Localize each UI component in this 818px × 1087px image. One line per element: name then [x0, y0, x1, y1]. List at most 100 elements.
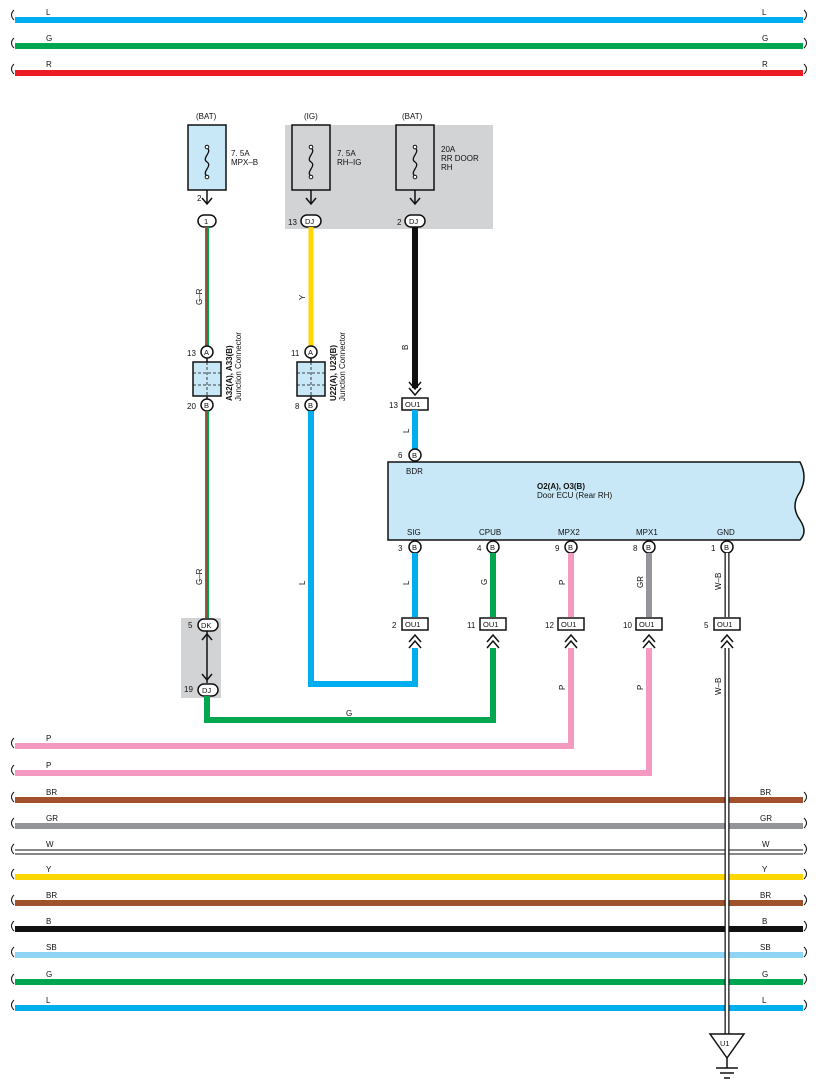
inline-pin: 5: [704, 621, 709, 630]
bus-label-left: L: [46, 996, 51, 1005]
fuse-icon: [204, 147, 210, 177]
bus-label-left: SB: [46, 943, 57, 952]
junction-connector-u22-u23: 11 A 8 B U22(A), U23(B) Junction Connect…: [291, 332, 347, 412]
ecu-terminal-label: MPX2: [558, 528, 580, 537]
pin-conn: A: [204, 348, 209, 357]
top-bus-label-right: R: [762, 60, 768, 69]
top-bus-l: L L: [11, 8, 807, 23]
wire-g-dj-to-cpub: G: [204, 648, 496, 723]
double-arrow-up-icon: [486, 633, 500, 649]
bus-label-left: GR: [46, 814, 58, 823]
bottom-bus-b: B B: [11, 917, 807, 932]
inline-pin: 12: [545, 621, 554, 630]
pin-conn: B: [308, 401, 313, 410]
inline-conn: OU1: [405, 400, 420, 409]
bus-label-right: G: [762, 970, 768, 979]
double-arrow-up-icon: [720, 633, 734, 649]
pin-conn: B: [412, 543, 417, 552]
arrow-down-icon: [305, 197, 317, 206]
pin-conn: DK: [201, 621, 211, 630]
wire-color-label: W–B: [714, 573, 723, 590]
wire-color-label: L: [402, 428, 411, 433]
bottom-bus-sb: SB SB: [11, 943, 807, 958]
bottom-bus-p2: P P: [11, 648, 652, 776]
junction-connector-a32-a33: 13 A 20 B A32(A), A33(B) Junction Connec…: [187, 332, 243, 412]
fuse-icon: [412, 147, 418, 177]
bus-label-left: B: [46, 917, 51, 926]
pin-number: 20: [187, 402, 196, 411]
wire-g-r-upper: G–R: [195, 227, 209, 346]
pin-number: 3: [398, 544, 403, 553]
bus-label-right: Y: [762, 865, 768, 874]
pin-conn: B: [646, 543, 651, 552]
bottom-bus-g: G G: [11, 970, 807, 985]
wire-color-label: G–R: [195, 288, 204, 305]
wire-color-label: G–R: [195, 568, 204, 585]
wire-w-b-ground: W–B: [714, 648, 730, 1034]
pin-conn: B: [412, 451, 417, 460]
ecu-terminal-mpx1: 8 B GR 10 OU1: [623, 540, 663, 649]
top-bus-label-left: G: [46, 34, 52, 43]
bus-label-left: Y: [46, 865, 52, 874]
arrow-up-icon: [201, 632, 213, 641]
ecu-id: O2(A), O3(B): [537, 482, 585, 491]
bus-label-right: W: [762, 840, 770, 849]
pin-number: 6: [398, 451, 403, 460]
wire-color-label: GR: [636, 576, 645, 588]
bottom-bus-p1: P P: [11, 648, 574, 749]
joint-connector-dk-dj: 5 DK 19 DJ: [181, 618, 221, 698]
fuse-pin: 2: [197, 194, 202, 203]
top-bus-label-right: G: [762, 34, 768, 43]
wire-color-label: P: [558, 685, 567, 690]
fuse-name-2: RH: [441, 163, 453, 172]
inline-conn: OU1: [561, 620, 576, 629]
bus-label-right: SB: [760, 943, 771, 952]
connector-code: DJ: [409, 217, 418, 226]
bus-label-left: BR: [46, 788, 57, 797]
arrow-down-icon: [201, 673, 213, 682]
bottom-bus-group: P P P P BR BR GR GR: [11, 648, 807, 1011]
fuse-rh-ig: (IG) 7. 5A RH–IG 13 DJ: [288, 112, 361, 228]
wire-color-label: G: [346, 709, 352, 718]
bottom-bus-br1: BR BR: [11, 788, 807, 803]
pin-conn: B: [568, 543, 573, 552]
fuse-source: (BAT): [196, 112, 217, 121]
bus-label-left: W: [46, 840, 54, 849]
pin-conn: A: [308, 348, 313, 357]
top-bus-g: G G: [11, 34, 807, 49]
junction-desc: Junction Connector: [234, 332, 243, 401]
fuse-pin: 13: [288, 218, 297, 227]
double-arrow-up-icon: [408, 633, 422, 649]
ecu-terminal-mpx2: 9 B P 12 OU1: [545, 540, 585, 649]
inline-pin: 13: [389, 401, 398, 410]
bottom-bus-l: L L: [11, 996, 807, 1011]
ecu-terminal-label: MPX1: [636, 528, 658, 537]
pin-number: 1: [711, 544, 716, 553]
wire-color-label: P: [636, 685, 645, 690]
bottom-bus-br2: BR BR: [11, 891, 807, 906]
wire-g-r-lower: G–R: [195, 411, 209, 619]
ecu-terminal-label: GND: [717, 528, 735, 537]
pin-conn: B: [204, 401, 209, 410]
fuse-source: (IG): [304, 112, 318, 121]
top-bus-label-left: L: [46, 8, 51, 17]
bottom-bus-gr: GR GR: [11, 814, 807, 829]
top-bus-label-right: L: [762, 8, 767, 17]
bus-label-right: GR: [760, 814, 772, 823]
fuse-rr-door-rh: (BAT) 20A RR DOOR RH 2 DJ: [395, 112, 479, 228]
ground-id: U1: [720, 1039, 730, 1048]
wire-color-label: Y: [298, 294, 307, 300]
pin-conn: B: [490, 543, 495, 552]
inline-conn: OU1: [405, 620, 420, 629]
fuse-pin: 2: [397, 218, 402, 227]
bus-label-right: L: [762, 996, 767, 1005]
wire-color-label: L: [298, 580, 307, 585]
pin-number: 9: [555, 544, 560, 553]
connector-code: DJ: [305, 217, 314, 226]
inline-pin: 10: [623, 621, 632, 630]
bus-label-right: BR: [760, 891, 771, 900]
ecu-bdr-label: BDR: [406, 467, 423, 476]
wire-color-label: G: [480, 579, 489, 585]
pin-number: 19: [184, 685, 193, 694]
top-bus-group: L L G G R R: [11, 8, 807, 76]
